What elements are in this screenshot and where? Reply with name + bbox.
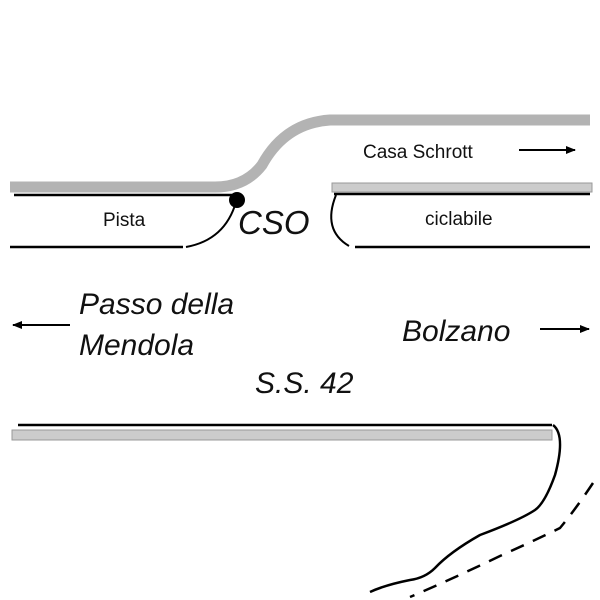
label-casa-schrott: Casa Schrott	[363, 142, 474, 163]
label-cso: CSO	[238, 204, 310, 241]
label-road: S.S. 42	[255, 367, 354, 400]
label-passo-line2: Mendola	[79, 329, 194, 362]
lower-road-gray	[11, 429, 553, 441]
label-passo-line1: Passo della	[79, 288, 234, 321]
junction-dot	[229, 192, 245, 208]
dashed-path	[409, 482, 595, 599]
label-pista: Pista	[103, 210, 146, 231]
bike-path-left-curve	[185, 201, 237, 248]
label-bolzano: Bolzano	[402, 315, 510, 348]
label-ciclabile: ciclabile	[425, 209, 493, 230]
bike-path-right-gray	[331, 182, 593, 193]
upper-road-gray	[10, 114, 590, 193]
lower-road-curve	[369, 424, 562, 594]
bike-path-right-curve	[330, 194, 350, 247]
